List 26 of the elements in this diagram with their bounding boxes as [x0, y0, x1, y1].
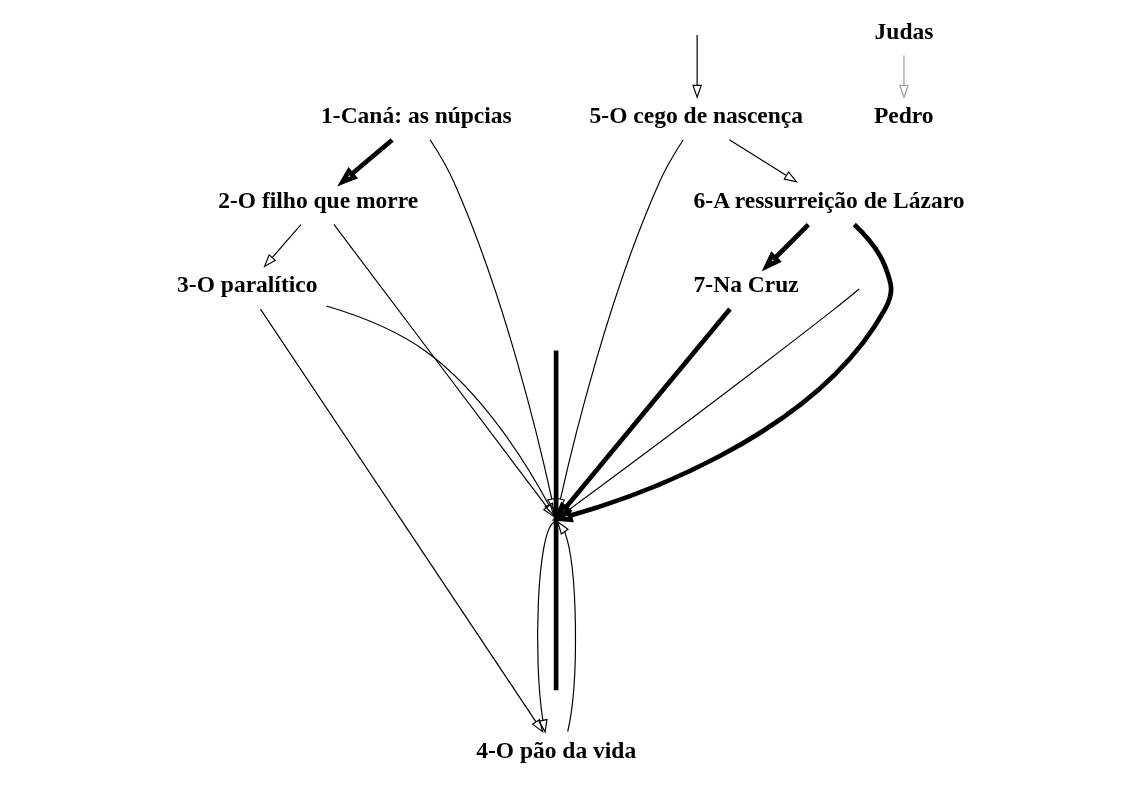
arrow — [325, 305, 555, 517]
arrow — [550, 222, 893, 523]
node-text: 4-O pão da vida — [475, 736, 636, 763]
arrow — [761, 222, 810, 272]
arrow — [552, 307, 732, 523]
node-text: 6-A ressurreição de Lázaro — [693, 186, 964, 213]
node-bar — [553, 350, 558, 691]
arrow — [555, 139, 684, 513]
arrow — [728, 139, 798, 183]
arrow — [556, 520, 576, 733]
arrow — [336, 138, 394, 187]
arrow — [262, 224, 302, 268]
node-text: 5-O cego de nascença — [589, 102, 803, 129]
node-text: 2-O filho que morre — [217, 186, 418, 213]
arrow — [332, 223, 555, 519]
arrow — [259, 308, 544, 734]
node-text: 3-O paralítico — [176, 271, 317, 298]
arrow — [536, 521, 554, 734]
arrow — [429, 139, 557, 513]
node-text: 7-Na Cruz — [693, 271, 799, 298]
node-text: Judas — [874, 17, 933, 44]
arrow — [550, 288, 860, 523]
node-text: 1-Caná: as núpcias — [320, 102, 512, 129]
arrow — [691, 34, 702, 99]
arrow — [898, 54, 909, 99]
node-text: Pedro — [873, 102, 934, 129]
